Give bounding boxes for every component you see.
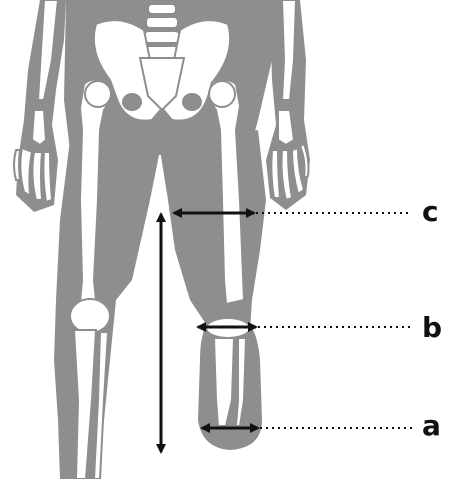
measurement-b-label: b (422, 314, 442, 342)
left-knee (70, 299, 110, 333)
measurement-c-label: c (422, 198, 439, 226)
right-thigh-silhouette (160, 130, 266, 330)
left-forearm (32, 110, 46, 145)
measurement-a-label: a (422, 412, 441, 440)
right-forearm (278, 110, 294, 145)
